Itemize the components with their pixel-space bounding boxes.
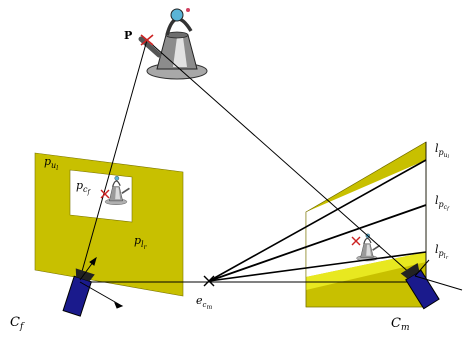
epipole-marker bbox=[203, 275, 215, 287]
point-marker bbox=[100, 189, 110, 199]
point-marker bbox=[351, 236, 361, 246]
projection-rays bbox=[80, 39, 427, 307]
right-image-plane bbox=[305, 141, 427, 308]
label-l-plr: lplr bbox=[435, 243, 449, 261]
label-p-lr: plr bbox=[134, 234, 148, 251]
kettle-icon bbox=[356, 233, 381, 262]
kettle-icon bbox=[104, 175, 130, 205]
label-epipole: ecm bbox=[196, 294, 212, 311]
label-p-ul: pul bbox=[44, 155, 58, 172]
camera-axes bbox=[79, 256, 124, 309]
kettle-icon bbox=[138, 8, 208, 80]
label-p-cf: pcf bbox=[76, 179, 92, 196]
label-l-pcf: lpcf bbox=[435, 194, 450, 212]
camera-icon bbox=[400, 262, 440, 310]
label-l-pul: lpul bbox=[435, 142, 450, 160]
label-camera-m: Cm bbox=[391, 316, 410, 333]
point-label: P bbox=[124, 29, 132, 42]
point-marker bbox=[140, 34, 154, 46]
left-image-plane bbox=[34, 152, 184, 297]
label-camera-f: Cf bbox=[10, 315, 25, 332]
camera-axes bbox=[414, 259, 463, 291]
camera-icon bbox=[62, 268, 95, 317]
